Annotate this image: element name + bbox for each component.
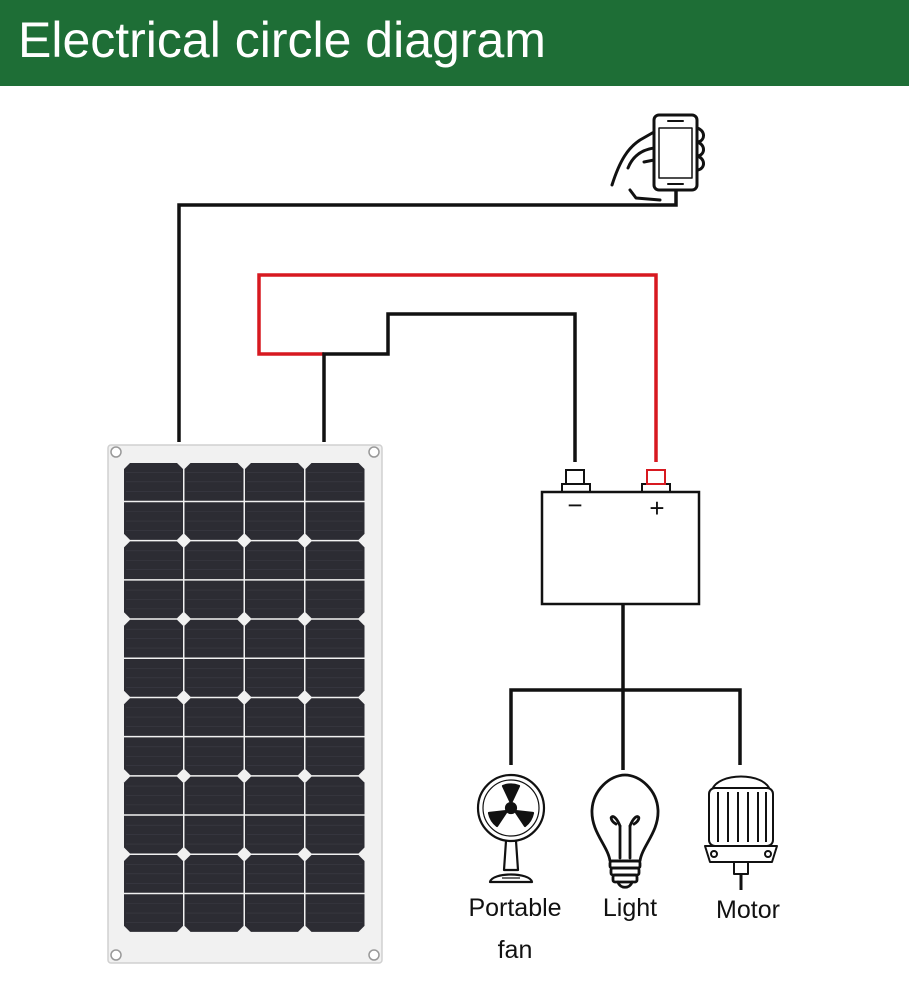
battery: − + (540, 469, 701, 606)
mount-hole (368, 949, 380, 961)
smartphone-in-hand-icon (610, 113, 705, 202)
page-title: Electrical circle diagram (18, 12, 546, 68)
mount-hole (110, 446, 122, 458)
motor-icon (704, 775, 778, 890)
negative-wire (322, 312, 577, 462)
mount-hole (110, 949, 122, 961)
mount-hole (368, 446, 380, 458)
motor-label: Motor (716, 896, 780, 924)
load-branch-wire (509, 688, 742, 765)
lightbulb-icon (590, 773, 660, 889)
solar-panel (107, 444, 383, 964)
light-label: Light (602, 894, 658, 922)
fan-icon (476, 773, 546, 884)
positive-wire (257, 273, 658, 462)
phone-wire (177, 190, 678, 442)
fan-label-line1: Portable (468, 894, 562, 922)
header-bar: Electrical circle diagram (0, 0, 909, 86)
wires (177, 190, 742, 770)
battery-positive-sign: + (649, 493, 664, 523)
fan-label-line2: fan (497, 936, 533, 964)
panel-cells (124, 463, 365, 932)
battery-negative-sign: − (567, 490, 582, 520)
